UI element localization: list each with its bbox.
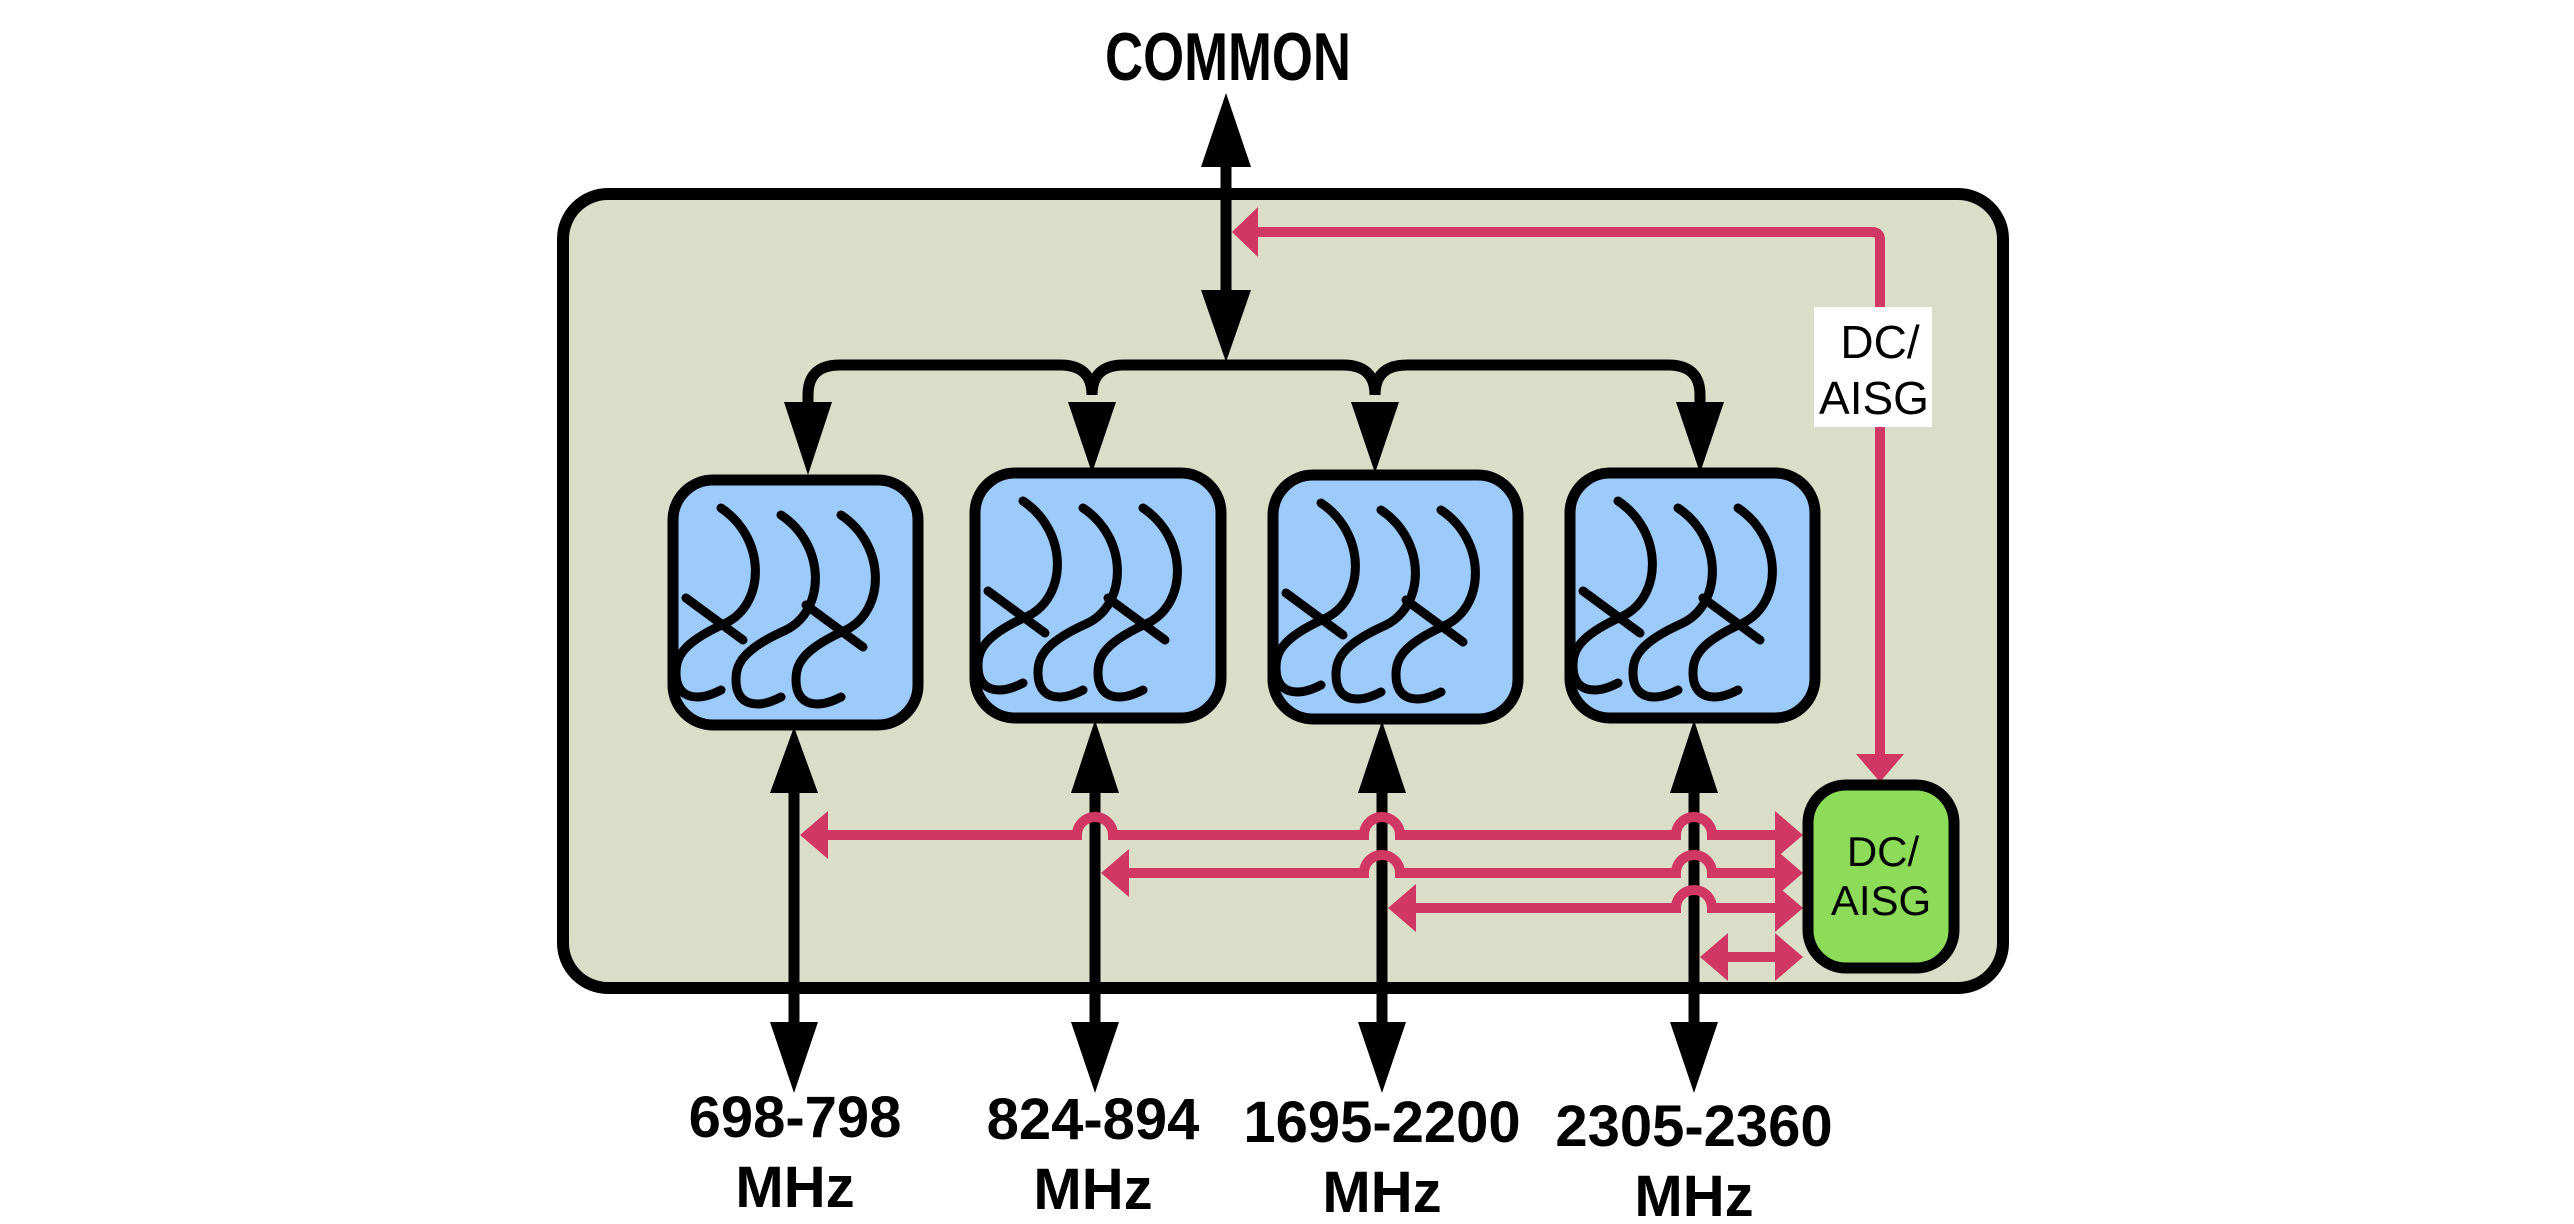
resonator-curve [791,510,880,709]
resonator-curve [1391,505,1480,704]
resonator-curve [1033,503,1122,702]
coupling-bar [681,593,748,645]
dc-feed-band-2 [1101,849,1803,897]
band-port-down-arrowhead-icon [1358,1022,1406,1093]
dc-feed-left-arrowhead-icon [1388,884,1416,932]
dc-feed-left-arrowhead-icon [800,811,828,859]
resonator-curve [1093,503,1182,702]
common-up-arrowhead-icon [1201,93,1251,167]
band-port-up-arrowhead-icon [1670,720,1718,793]
common-down-arrowhead-icon [1201,290,1251,362]
dc-feed-band-1 [800,811,1803,859]
filter-4-input-arrowhead-icon [1676,402,1724,473]
band-2-port-arrow [1071,720,1119,1093]
band-3-port-arrow [1358,721,1406,1093]
band-3-frequency-label: 1695-2200 [1243,1090,1520,1155]
dc-feed-left-arrowhead-icon [1101,849,1129,897]
common-port-arrow [1201,93,1251,362]
coupling-bar [801,600,868,652]
dc-feed-line [824,812,1779,840]
dc-aisg-module-line2: AISG [1831,877,1931,924]
bandpass-filter-icon [1271,498,1480,704]
band-labels: 698-798MHz824-894MHz1695-2200MHz2305-236… [689,1085,1833,1224]
resonator-curve [1688,503,1777,702]
dc-aisg-module-box [1802,779,1960,974]
bus-line [802,359,1706,402]
band-4-unit-label: MHz [1634,1164,1753,1224]
band-port-up-arrowhead-icon [1071,720,1119,793]
dc-feed-band-4 [1700,933,1803,981]
dc-feed-right-arrowhead-icon [1775,884,1803,932]
resonator-curve [973,496,1062,695]
dc-aisg-module: DC/ AISG [1802,779,1960,974]
band-1-frequency-label: 698-798 [689,1085,902,1150]
filter-1 [667,474,924,731]
filter-box [969,467,1227,724]
resonator-curve [1628,503,1717,702]
dc-module-arrowhead-icon [1856,754,1904,782]
band-port-down-arrowhead-icon [770,1022,818,1093]
band-1-port-arrow [770,727,818,1093]
filter-box [667,474,924,731]
dc-aisg-label-background [1814,307,1932,427]
distribution-bus [784,359,1724,475]
dc-feed-line [1412,885,1779,913]
dc-feed-right-arrowhead-icon [1775,933,1803,981]
band-port-up-arrowhead-icon [770,727,818,793]
filter-2-input-arrowhead-icon [1068,402,1116,473]
bandpass-filter-icon [671,503,880,709]
dc-aisg-module-line1: DC/ [1847,828,1920,875]
dc-feed-band-3 [1388,884,1803,932]
dc-feed-line [1125,850,1779,878]
common-port-label: COMMON [1105,19,1351,95]
dc-feed-left-arrowhead-icon [1700,933,1728,981]
dc-aisg-label-line2: AISG [1819,372,1929,424]
filter-4 [1564,467,1821,724]
dc-common-line [1258,227,1885,760]
resonator-curve [1331,505,1420,704]
dc-aisg-common-path [1232,207,1904,782]
dc-aisg-label: DC/ AISG [1814,307,1932,427]
band-port-up-arrowhead-icon [1358,721,1406,793]
bandpass-filter-icon [973,496,1182,702]
outputs-layer [770,720,1718,1093]
filter-box [1564,467,1821,724]
band-2-unit-label: MHz [1033,1157,1152,1222]
band-3-unit-label: MHz [1322,1160,1441,1224]
dc-aisg-label-line1: DC/ [1840,316,1919,368]
dc-common-arrowhead-icon [1232,207,1258,257]
dc-feed-right-arrowhead-icon [1775,849,1803,897]
coupling-bar [1578,586,1645,638]
filter-1-input-arrowhead-icon [784,402,832,475]
bandpass-filter-icon [1568,496,1777,702]
dc-feed-layer [800,811,1803,981]
band-1-unit-label: MHz [735,1155,854,1220]
resonator-curve [671,503,760,702]
coupling-bar [1401,595,1468,647]
coupling-bar [1103,593,1170,645]
coupling-bar [983,586,1050,638]
band-4-frequency-label: 2305-2360 [1555,1094,1832,1159]
resonator-curve [1568,496,1657,695]
resonator-curve [1271,498,1360,697]
filter-3-input-arrowhead-icon [1351,402,1399,473]
coupling-bar [1698,593,1765,645]
band-port-down-arrowhead-icon [1670,1022,1718,1093]
band-2-frequency-label: 824-894 [987,1087,1200,1152]
filter-3 [1267,469,1524,725]
filter-2 [969,467,1227,724]
dc-feed-right-arrowhead-icon [1775,811,1803,859]
filter-box [1267,469,1524,725]
band-port-down-arrowhead-icon [1071,1022,1119,1093]
resonator-curve [731,510,820,709]
filters-layer [667,467,1821,731]
coupling-bar [1281,588,1348,640]
band-4-port-arrow [1670,720,1718,1093]
